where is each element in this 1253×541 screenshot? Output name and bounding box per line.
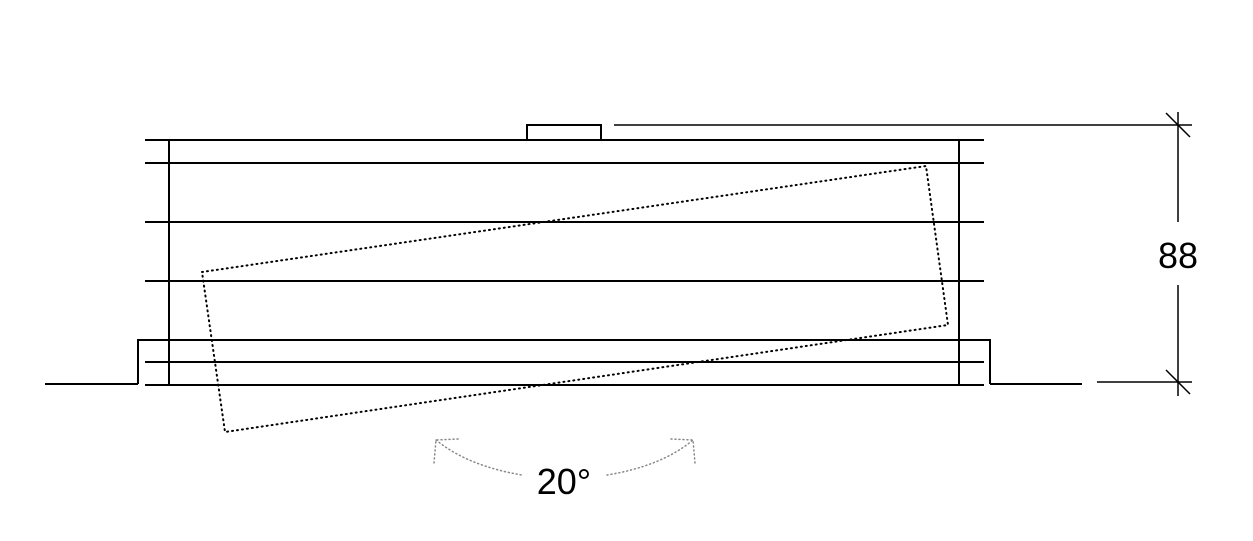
dimension-extension-lines [614, 124, 1192, 383]
rotation-arrow-left [433, 438, 523, 476]
dimension-tick-marks [1165, 112, 1191, 395]
frame-vertical-lines [168, 140, 960, 385]
top-handle [526, 124, 602, 140]
rotated-panel-outline [200, 164, 950, 434]
dimension-label: 88 [1158, 235, 1198, 276]
side-brackets [137, 339, 991, 384]
angle-label: 20° [537, 461, 591, 502]
rotation-arrow-right [606, 438, 696, 476]
frame-horizontal-lines [145, 139, 984, 386]
